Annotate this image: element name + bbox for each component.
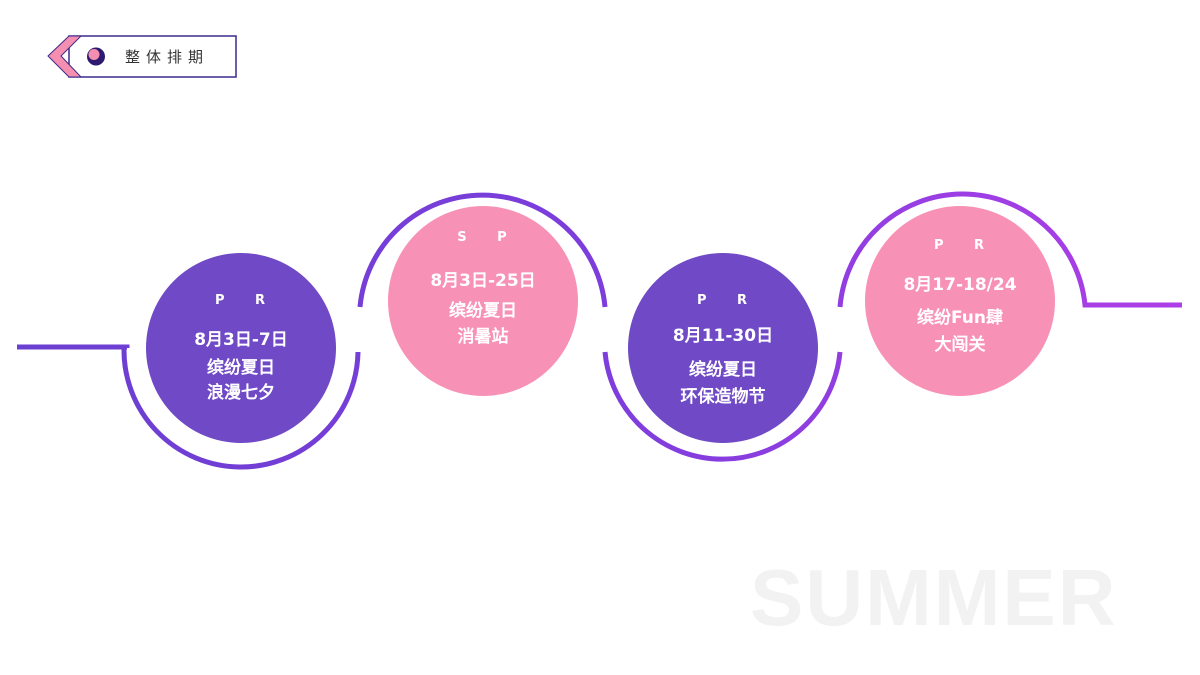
node-tag: P R bbox=[696, 293, 750, 308]
timeline-node-2: S P 8月3日-25日 缤纷夏日 消暑站 bbox=[388, 206, 578, 396]
section-header-tag: 整体排期 bbox=[47, 35, 237, 78]
timeline-node-1: P R 8月3日-7日 缤纷夏日 浪漫七夕 bbox=[146, 253, 336, 443]
summer-watermark: SUMMER bbox=[750, 553, 1118, 642]
node-tag: P R bbox=[933, 238, 987, 253]
node-title-line2: 浪漫七夕 bbox=[207, 383, 275, 403]
header-frame bbox=[47, 35, 237, 78]
node-tag: S P bbox=[457, 230, 509, 245]
page-title: 整体排期 bbox=[125, 48, 210, 66]
node-title-line1: 缤纷夏日 bbox=[207, 358, 275, 378]
node-date: 8月3日-25日 bbox=[430, 271, 536, 291]
timeline-node-4: P R 8月17-18/24 缤纷Fun肆 大闯关 bbox=[865, 206, 1055, 396]
node-title-line1: 缤纷夏日 bbox=[689, 360, 757, 380]
node-tag: P R bbox=[214, 293, 268, 308]
dot-icon bbox=[87, 47, 105, 66]
node-title-line2: 消暑站 bbox=[457, 327, 509, 347]
node-date: 8月11-30日 bbox=[672, 326, 774, 346]
node-title-line2: 环保造物节 bbox=[680, 387, 766, 407]
timeline-node-3: P R 8月11-30日 缤纷夏日 环保造物节 bbox=[628, 253, 818, 443]
node-title-line1: 缤纷Fun肆 bbox=[917, 308, 1003, 328]
node-title-line1: 缤纷夏日 bbox=[449, 301, 517, 321]
node-date: 8月3日-7日 bbox=[194, 330, 288, 350]
node-title-line2: 大闯关 bbox=[934, 335, 986, 355]
node-date: 8月17-18/24 bbox=[903, 275, 1017, 295]
